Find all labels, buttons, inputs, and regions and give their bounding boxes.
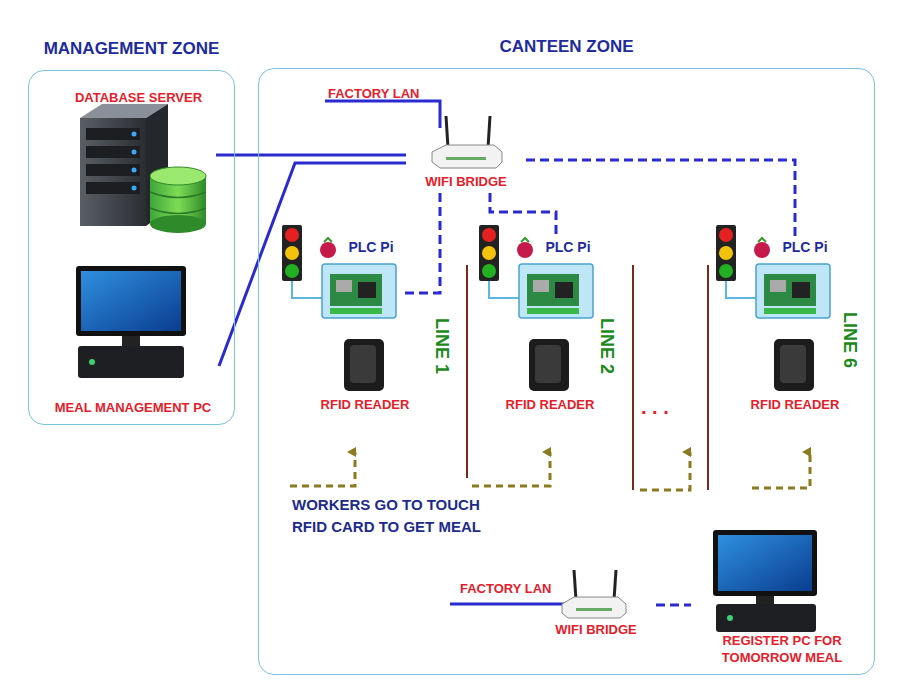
device-node: RFID READER bbox=[734, 336, 856, 416]
plc-label: PLC Pi bbox=[348, 239, 393, 255]
line-label: LINE 6 bbox=[839, 312, 860, 368]
wireless-link bbox=[401, 193, 440, 293]
device-node: MEAL MANAGEMENT PC bbox=[47, 263, 219, 419]
plc-unit bbox=[282, 225, 396, 318]
device-label: WIFI BRIDGE bbox=[425, 173, 507, 191]
wireless-link bbox=[526, 160, 795, 237]
rfid-reader bbox=[774, 339, 814, 391]
rfid-reader bbox=[344, 339, 384, 391]
device-node: WIFI BRIDGE bbox=[406, 113, 526, 193]
device-label: WIFI BRIDGE bbox=[555, 621, 637, 639]
wireless-link bbox=[656, 604, 691, 607]
cable-link bbox=[219, 163, 406, 366]
device-node: PLC Pi bbox=[319, 237, 401, 323]
cable-link bbox=[216, 154, 406, 157]
pc-icon bbox=[713, 530, 817, 632]
zone-region: MANAGEMENT ZONEDATABASE SERVERMEAL MANAG… bbox=[28, 70, 235, 425]
device-label: RFID READER bbox=[751, 396, 840, 414]
rfid-reader bbox=[529, 339, 569, 391]
device-label: DATABASE SERVER bbox=[75, 89, 202, 107]
wireless-link bbox=[490, 193, 556, 237]
plc-unit bbox=[479, 225, 593, 318]
device-node: RFID READER bbox=[489, 336, 611, 416]
device-node: RFID READER bbox=[304, 336, 426, 416]
note-label: WORKERS GO TO TOUCH RFID CARD TO GET MEA… bbox=[292, 494, 512, 538]
plc-label: PLC Pi bbox=[782, 239, 827, 255]
line-label: LINE 1 bbox=[431, 318, 452, 374]
device-label: REGISTER PC FOR TOMORROW MEAL bbox=[695, 632, 869, 667]
zone-region: CANTEEN ZONEWIFI BRIDGEPLC PiRFID READER… bbox=[258, 68, 875, 675]
lan-wire bbox=[325, 101, 440, 128]
device-label: RFID READER bbox=[506, 396, 595, 414]
device-node: WIFI BRIDGE bbox=[536, 566, 656, 641]
lan-wire bbox=[450, 603, 566, 606]
zone-heading: MANAGEMENT ZONE bbox=[29, 39, 234, 59]
plc-unit bbox=[716, 225, 830, 318]
database-icon bbox=[150, 167, 206, 233]
device-label: RFID READER bbox=[321, 396, 410, 414]
router-icon bbox=[432, 116, 502, 168]
device-node: PLC Pi bbox=[753, 237, 835, 323]
device-node: REGISTER PC FOR TOMORROW MEAL bbox=[691, 529, 873, 669]
note-label: . . . bbox=[641, 396, 669, 419]
device-node: PLC Pi bbox=[516, 237, 598, 323]
pc-icon bbox=[76, 266, 186, 378]
plc-label: PLC Pi bbox=[545, 239, 590, 255]
note-label: FACTORY LAN bbox=[460, 581, 552, 596]
zone-heading: CANTEEN ZONE bbox=[259, 37, 874, 57]
line-label: LINE 2 bbox=[596, 318, 617, 374]
device-label: MEAL MANAGEMENT PC bbox=[55, 399, 211, 417]
device-node: DATABASE SERVER bbox=[61, 87, 216, 235]
note-label: FACTORY LAN bbox=[328, 86, 420, 101]
worker-path bbox=[290, 452, 810, 490]
line-separator bbox=[467, 265, 708, 490]
router-icon bbox=[562, 570, 626, 618]
